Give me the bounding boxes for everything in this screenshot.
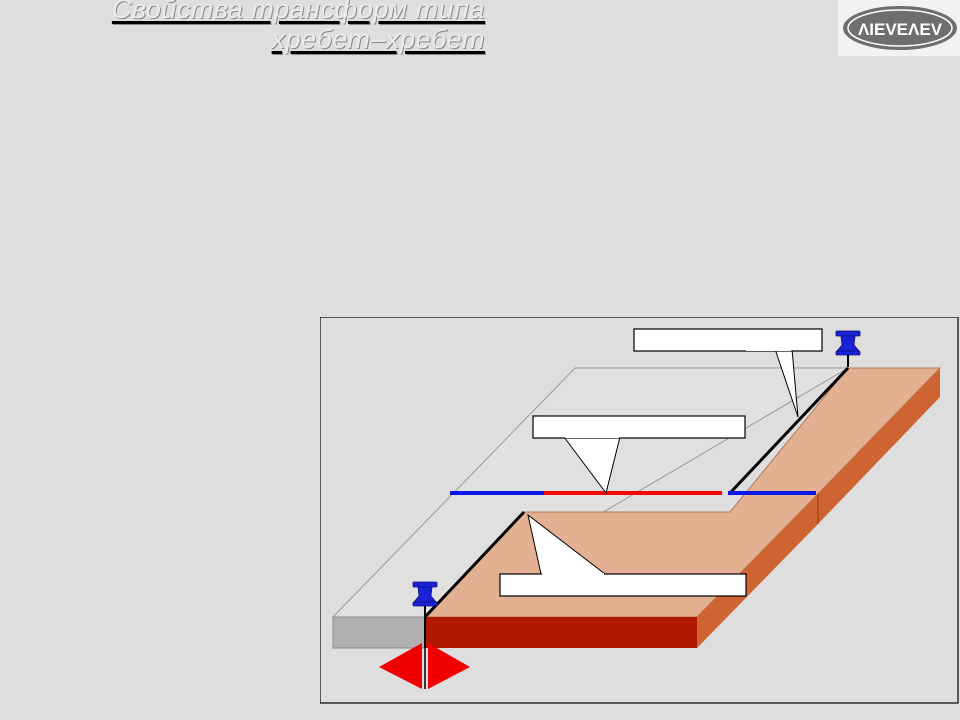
callout-middle xyxy=(532,415,746,495)
page-title: Свойства трансформ типа хребет–хребет xyxy=(112,0,485,54)
callout-top xyxy=(633,328,823,418)
left-plate-front xyxy=(332,616,426,649)
diagram-frame xyxy=(319,316,959,704)
push-pin-icon xyxy=(412,581,438,618)
logo-text: ΛIEVEΛEV xyxy=(858,20,943,39)
right-plate-side-lower xyxy=(697,494,818,648)
right-plate-front xyxy=(425,617,697,648)
company-logo: ΛIEVEΛEV xyxy=(838,0,960,56)
fault-line-upper xyxy=(728,366,850,495)
fault-line-lower xyxy=(423,510,526,619)
transform-fault-diagram xyxy=(319,316,960,705)
red-arrow-icon xyxy=(379,643,470,689)
callout-bottom xyxy=(499,513,747,597)
title-line-2: хребет–хребет xyxy=(271,24,485,54)
right-plate-side-upper xyxy=(818,368,940,524)
push-pin-icon xyxy=(835,330,861,367)
diagram-canvas xyxy=(319,316,959,704)
title-line-1: Свойства трансформ типа xyxy=(111,0,485,24)
